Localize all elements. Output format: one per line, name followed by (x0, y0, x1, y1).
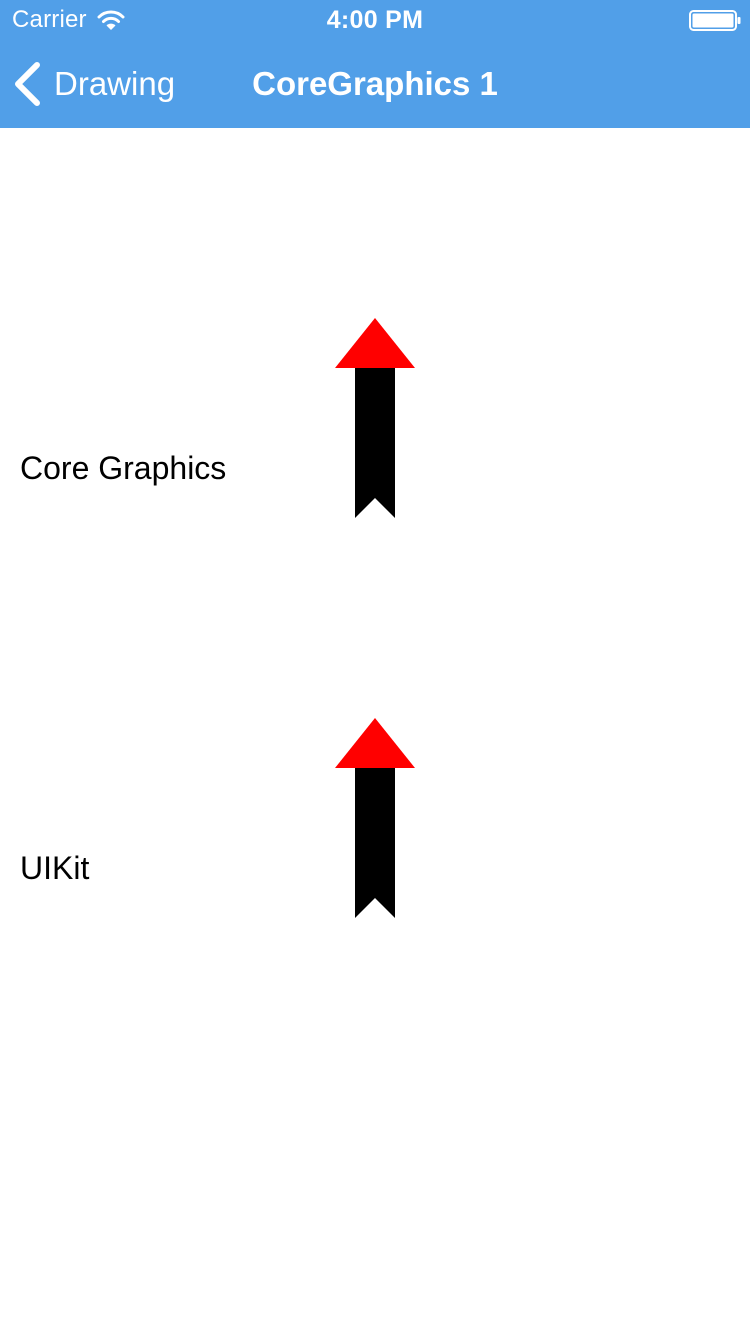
chevron-left-icon (15, 62, 40, 106)
sample-label-uikit: UIKit (20, 850, 90, 886)
back-button-label: Drawing (54, 65, 176, 102)
sample-label-core-graphics: Core Graphics (20, 450, 227, 486)
arrow-head (335, 318, 415, 368)
core-graphics-arrow (335, 318, 415, 518)
uikit-sample: UIKit (0, 718, 750, 918)
back-button[interactable]: Drawing (12, 58, 183, 110)
status-time: 4:00 PM (326, 6, 424, 34)
uikit-arrow (335, 718, 415, 918)
status-bar: Carrier 4:00 PM (0, 0, 750, 40)
wifi-icon (97, 10, 125, 30)
page-title: CoreGraphics 1 (252, 65, 498, 102)
arrow-shaft (355, 368, 395, 518)
core-graphics-sample: Core Graphics (0, 318, 750, 518)
arrow-head (335, 718, 415, 768)
drawing-canvas: Core Graphics UIKit (0, 128, 750, 1334)
navigation-bar: Drawing CoreGraphics 1 (0, 40, 750, 128)
header: Carrier 4:00 PM Drawing CoreGraphics 1 (0, 0, 750, 128)
battery-icon (689, 10, 741, 31)
arrow-shaft (355, 768, 395, 918)
carrier-label: Carrier (12, 6, 87, 33)
